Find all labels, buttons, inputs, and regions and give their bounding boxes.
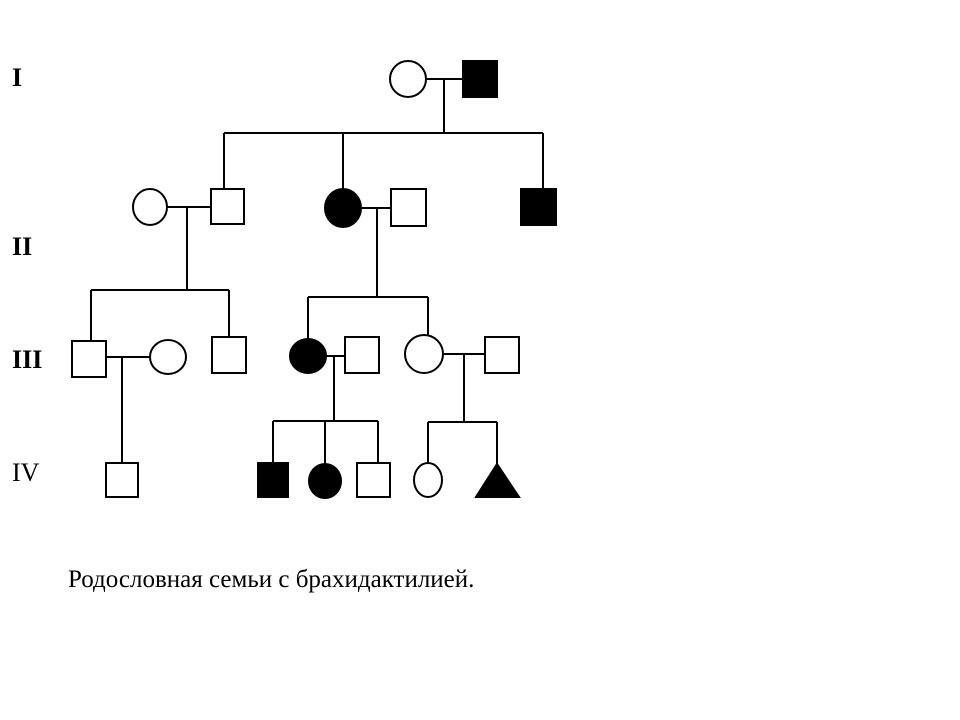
generation-label-4: IV <box>12 458 40 487</box>
individual-III-3-male <box>211 336 247 374</box>
individual-III-2-female <box>149 339 187 375</box>
individual-IV-5-female <box>413 462 443 498</box>
generation-label-1: I <box>12 63 22 92</box>
individual-III-1-male <box>71 340 107 378</box>
individual-I-2-male-affected <box>462 60 498 98</box>
individual-II-3-female-affected <box>324 188 362 228</box>
individual-II-4-male <box>390 188 427 227</box>
individuals <box>71 60 557 499</box>
individual-IV-6-unknown-affected <box>474 462 521 498</box>
generation-label-2: II <box>12 232 32 261</box>
individual-II-5-male-affected <box>520 188 557 226</box>
individual-II-2-male <box>210 188 245 225</box>
individual-III-6-female <box>404 334 444 374</box>
individual-I-1-female <box>389 60 427 98</box>
individual-IV-3-female-affected <box>308 463 342 499</box>
diagram-caption: Родословная семьи с брахидактилией. <box>68 566 475 593</box>
connector-lines <box>90 78 544 464</box>
individual-III-7-male <box>484 336 520 374</box>
individual-III-5-male <box>344 336 380 374</box>
individual-IV-2-male-affected <box>257 462 289 498</box>
generation-label-3: III <box>12 345 42 374</box>
individual-II-1-female <box>132 188 168 226</box>
individual-IV-4-male <box>356 462 391 498</box>
individual-IV-1-male <box>105 462 139 498</box>
individual-III-4-female-affected <box>289 338 327 374</box>
